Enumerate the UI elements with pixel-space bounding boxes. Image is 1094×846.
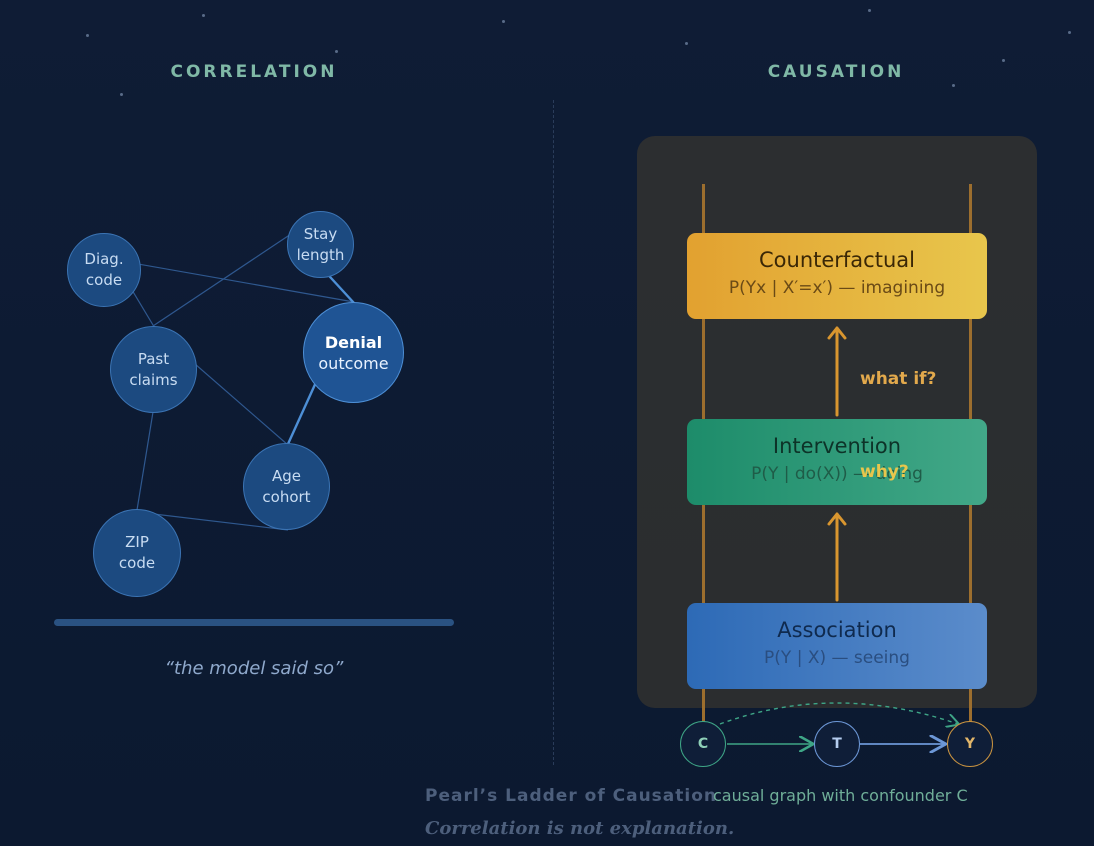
label-why: why? bbox=[860, 462, 909, 482]
node-zip-code: ZIP code bbox=[93, 509, 181, 597]
edge-zip-age bbox=[136, 511, 289, 531]
star bbox=[202, 14, 205, 17]
label-what-if: what if? bbox=[860, 369, 937, 389]
node-age-cohort: Age cohort bbox=[243, 443, 330, 530]
rung-counterfactual: Counterfactual P(Yx | X′=x′) — imagining bbox=[687, 233, 987, 319]
edge-c-y-confounder bbox=[719, 702, 958, 724]
edge-past-zip bbox=[136, 411, 154, 511]
node-past-claims: Past claims bbox=[110, 326, 197, 413]
correlation-heading: CORRELATION bbox=[170, 62, 338, 82]
node-label-line1: ZIP bbox=[125, 533, 149, 551]
star bbox=[1002, 59, 1005, 62]
graph-node-y: Y bbox=[947, 721, 993, 767]
star bbox=[868, 9, 871, 12]
graph-node-c: C bbox=[680, 721, 726, 767]
node-label-line1: Past bbox=[137, 349, 170, 368]
node-label-line2: outcome bbox=[318, 353, 389, 373]
node-denial-outcome: Denial outcome bbox=[303, 302, 404, 403]
node-diag-code: Diag. code bbox=[67, 233, 141, 307]
rung-association: Association P(Y | X) — seeing bbox=[687, 603, 987, 689]
star bbox=[120, 93, 123, 96]
star bbox=[1068, 31, 1071, 34]
star bbox=[685, 42, 688, 45]
node-label-line1: Diag. bbox=[84, 250, 124, 268]
edge-diag-denial bbox=[103, 257, 355, 303]
arrow-up-icon bbox=[827, 326, 847, 417]
rung-title: Intervention bbox=[772, 434, 902, 458]
model-quote: “the model said so” bbox=[164, 658, 344, 679]
node-label-line2: claims bbox=[129, 370, 178, 389]
edge-stay-past bbox=[152, 227, 301, 327]
star bbox=[502, 20, 505, 23]
ladder-caption: Pearl’s Ladder of Causation bbox=[425, 786, 718, 806]
star bbox=[86, 34, 89, 37]
node-label-line1: Age bbox=[271, 466, 301, 485]
causation-heading: CAUSATION bbox=[767, 62, 905, 82]
node-label-line2: cohort bbox=[262, 487, 311, 506]
rung-formula: P(Y | do(X)) — doing bbox=[751, 464, 923, 484]
rung-formula: P(Yx | X′=x′) — imagining bbox=[728, 278, 946, 298]
node-label-line1: Denial bbox=[324, 332, 383, 352]
node-label-line2: code bbox=[118, 554, 156, 572]
node-label-line2: code bbox=[85, 271, 123, 289]
arrow-up-icon bbox=[827, 512, 847, 602]
graph-caption: causal graph with confounder C bbox=[713, 786, 968, 805]
graph-node-t: T bbox=[814, 721, 860, 767]
rung-title: Counterfactual bbox=[759, 248, 915, 272]
node-label-line1: Stay bbox=[303, 224, 338, 243]
node-stay-length: Stay length bbox=[287, 211, 354, 278]
center-divider bbox=[553, 100, 554, 765]
rung-intervention: Intervention P(Y | do(X)) — doing bbox=[687, 419, 987, 505]
correlation-baseline bbox=[54, 619, 454, 626]
node-label-line2: length bbox=[296, 245, 345, 264]
star bbox=[952, 84, 955, 87]
rung-title: Association bbox=[777, 618, 897, 642]
star bbox=[335, 50, 338, 53]
tagline: Correlation is not explanation. bbox=[425, 818, 735, 839]
rung-formula: P(Y | X) — seeing bbox=[764, 648, 910, 668]
